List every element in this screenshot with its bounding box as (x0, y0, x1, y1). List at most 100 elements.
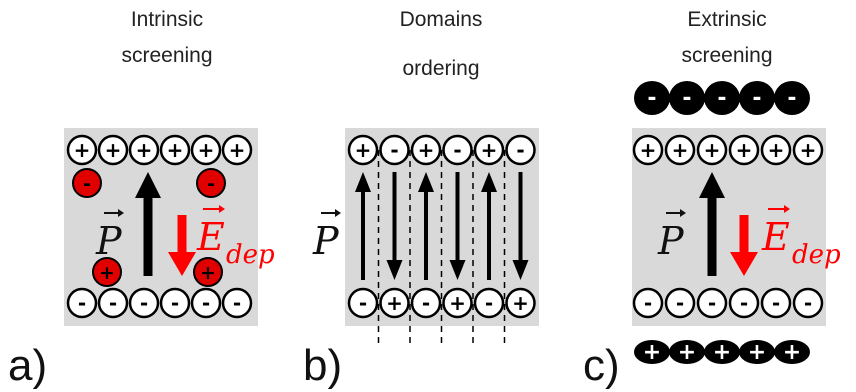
negative-charge: - (128, 287, 160, 319)
field-symbol: E (761, 215, 790, 259)
panel-c-polarization-arrow (699, 172, 725, 276)
panel-c-top-charges: + + + + + + (632, 134, 824, 166)
charge-sign: - (171, 291, 179, 315)
carrier-charge: - (207, 173, 215, 195)
panel-a-carrier-top-right: - (196, 168, 226, 198)
panel-c-field-label: E dep (761, 205, 841, 270)
positive-charge: + (347, 134, 379, 166)
external-negative-charge: - (774, 81, 810, 115)
negative-charge: - (473, 287, 505, 319)
charge-sign: - (485, 291, 493, 315)
vector-arrow-icon (104, 209, 124, 217)
panel-a-top-charges: ++++++ (66, 134, 253, 166)
charge-sign: + (736, 138, 753, 162)
positive-charge: + (410, 134, 442, 166)
panel-b-caption-line1: Domains (400, 8, 483, 31)
external-positive-charge: + (739, 340, 775, 365)
external-negative-charge: - (669, 81, 705, 115)
charge-sign: + (136, 138, 153, 162)
negative-charge: - (221, 287, 253, 319)
charge-sign: + (386, 291, 403, 315)
charge-sign: - (682, 86, 691, 111)
polarization-symbol: P (95, 219, 123, 263)
domain-arrow-up (418, 172, 434, 280)
negative-charge: - (696, 287, 728, 319)
panel-a-field-arrow (168, 215, 196, 276)
charge-sign: + (74, 138, 91, 162)
charge-sign: - (359, 291, 367, 315)
positive-charge: + (664, 134, 696, 166)
charge-sign: + (768, 138, 785, 162)
charge-sign: - (453, 138, 461, 162)
field-symbol: E (196, 215, 225, 259)
positive-charge: + (473, 134, 505, 166)
charge-sign: - (422, 291, 430, 315)
positive-charge: + (442, 287, 473, 319)
charge-sign: - (676, 291, 684, 315)
panel-a-caption-line2: screening (121, 44, 212, 67)
charge-sign: + (229, 138, 246, 162)
external-positive-charge: + (634, 340, 670, 365)
panel-b-top-charges: +-+-+- (347, 134, 536, 166)
vector-arrow-icon (666, 209, 686, 217)
charge-sign: + (748, 340, 766, 365)
charge-sign: + (512, 291, 529, 315)
charge-sign: + (105, 138, 122, 162)
panel-c-polarization-label: P (657, 209, 686, 263)
panel-a-caption-line1: Intrinsic (131, 8, 203, 31)
field-subscript: dep (226, 240, 275, 270)
charge-sign: + (713, 340, 731, 365)
carrier-charge: - (83, 173, 91, 195)
charge-sign: + (198, 138, 215, 162)
charge-sign: - (717, 86, 726, 111)
positive-charge: + (792, 134, 824, 166)
negative-charge: - (792, 287, 824, 319)
vector-arrow-icon (203, 205, 225, 213)
positive-charge: + (190, 134, 222, 166)
panel-a-field-label: E dep (196, 205, 275, 270)
charge-sign: - (140, 291, 148, 315)
charge-sign: + (672, 138, 689, 162)
panel-c-field-arrow (730, 215, 758, 276)
panel-c-external-top-charges: ----- (634, 81, 810, 115)
charge-sign: + (355, 138, 372, 162)
external-negative-charge: - (634, 81, 670, 115)
negative-charge: - (159, 287, 191, 319)
panel-c-caption-line2: screening (681, 44, 772, 67)
external-positive-charge: + (669, 340, 705, 365)
domain-arrow-down (512, 172, 529, 280)
positive-charge: + (696, 134, 728, 166)
charge-sign: + (449, 291, 466, 315)
panel-a: Intrinsic screening ++++++ ------ - - + … (8, 8, 275, 390)
positive-charge: + (379, 287, 410, 319)
charge-sign: + (800, 138, 817, 162)
negative-charge: - (760, 287, 792, 319)
vector-arrow-icon (768, 205, 790, 213)
charge-sign: - (787, 86, 796, 111)
external-positive-charge: + (704, 340, 740, 365)
panel-c-letter: c) (583, 341, 620, 390)
positive-charge: + (66, 134, 98, 166)
charge-sign: + (418, 138, 435, 162)
negative-charge: - (410, 287, 442, 319)
domain-arrow-up (481, 172, 497, 280)
negative-charge: - (66, 287, 98, 319)
charge-sign: + (783, 340, 801, 365)
negative-charge: - (379, 134, 410, 166)
panel-c-caption-line1: Extrinsic (687, 8, 766, 31)
positive-charge: + (760, 134, 792, 166)
vector-arrow-icon (321, 209, 341, 217)
polarization-symbol: P (312, 219, 340, 263)
negative-charge: - (664, 287, 696, 319)
charge-sign: - (109, 291, 117, 315)
positive-charge: + (221, 134, 253, 166)
panel-b-letter: b) (303, 341, 342, 390)
positive-charge: + (97, 134, 129, 166)
positive-charge: + (632, 134, 664, 166)
carrier-charge: + (99, 262, 115, 284)
charge-sign: - (772, 291, 780, 315)
polarization-symbol: P (657, 219, 685, 263)
external-negative-charge: - (739, 81, 775, 115)
charge-sign: + (640, 138, 657, 162)
panel-a-carrier-bottom-right: + (193, 257, 223, 287)
